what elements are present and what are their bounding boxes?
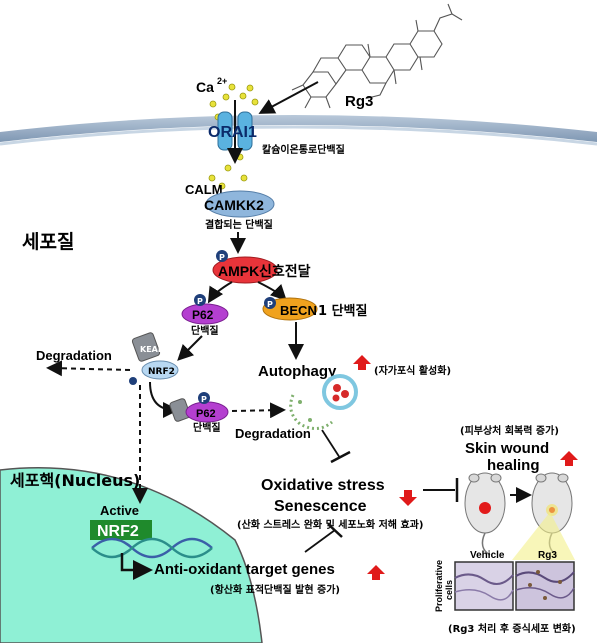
skin-wound-label: Skin wound bbox=[465, 440, 549, 457]
p62-phospho-badge bbox=[194, 294, 206, 306]
ampk-label: AMPK bbox=[218, 263, 259, 279]
nucleus-label: 세포핵(Nucleus) bbox=[10, 471, 140, 490]
rg3-histology-panel bbox=[515, 561, 575, 611]
becn1-node bbox=[262, 297, 318, 321]
ampk-node bbox=[212, 256, 278, 284]
nrf2-degradation-arrow bbox=[46, 360, 131, 377]
nrf2-active-label: NRF2 bbox=[97, 523, 139, 540]
p62-lower-description: 단백질 bbox=[193, 421, 221, 434]
proliferative-label: Proliferative bbox=[434, 560, 444, 612]
ampk-phospho-badge bbox=[216, 250, 228, 262]
nrf2-to-genes-arrow bbox=[120, 553, 153, 580]
ampk-phospho-text: P bbox=[219, 253, 225, 262]
ampk-suffix-label: 신호전달 bbox=[259, 263, 311, 280]
antioxidant-inhibit-line bbox=[304, 529, 336, 553]
vehicle-histology-panel bbox=[454, 561, 514, 611]
autophagy-inhibit-bar bbox=[330, 450, 351, 464]
calm-label: CALM bbox=[185, 182, 223, 197]
panel-caption: (Rg3 처리 후 증식세포 변화) bbox=[448, 622, 576, 635]
senescence-label: Senescence bbox=[274, 498, 367, 515]
ampk-to-p62-arrow bbox=[207, 281, 233, 304]
autophagy-up-arrow bbox=[353, 355, 371, 370]
zoom-highlight bbox=[512, 512, 575, 560]
antioxidant-description: (항산화 표적단백질 발현 증가) bbox=[210, 583, 340, 596]
orai1-description: 칼슘이온통로단백질 bbox=[262, 143, 345, 156]
oxidative-down-arrow bbox=[399, 490, 417, 506]
orai1-channel bbox=[217, 100, 253, 164]
autophagosome bbox=[289, 374, 358, 430]
p62-label: P62 bbox=[192, 308, 214, 322]
calcium-superscript: 2+ bbox=[217, 76, 227, 86]
p62-description: 단백질 bbox=[191, 324, 219, 337]
keap-nrf2-complex: KEAP NRF2 bbox=[129, 332, 179, 385]
nucleus-region bbox=[0, 467, 263, 643]
becn1-phospho-badge bbox=[264, 297, 276, 309]
becn1-suffix-label: 1 단백질 bbox=[318, 303, 367, 319]
rg3-label: Rg3 bbox=[345, 93, 373, 110]
skin-wound-description: (피부상처 회복력 증가) bbox=[460, 424, 559, 437]
keap-p62-complex: P P62 bbox=[169, 392, 229, 423]
camkk2-node bbox=[205, 190, 275, 218]
oxidative-stress-label: Oxidative stress bbox=[261, 477, 385, 494]
dna-helix bbox=[91, 537, 213, 559]
autophagy-label: Autophagy bbox=[258, 363, 337, 380]
camkk2-label: CAMKK2 bbox=[204, 197, 264, 213]
cells-label: cells bbox=[444, 580, 454, 600]
rg3-panel-label: Rg3 bbox=[538, 550, 557, 561]
p62-node bbox=[181, 303, 229, 325]
nrf2-active-box bbox=[90, 520, 152, 540]
p62-phospho-text: P bbox=[197, 297, 203, 306]
p62-lower-phospho-text: P bbox=[201, 395, 207, 404]
cytoplasm-label: 세포질 bbox=[22, 231, 74, 253]
healing-label: healing bbox=[487, 457, 540, 474]
autophagy-description: (자가포식 활성화) bbox=[374, 364, 451, 377]
p62-to-autophagosome-arrow bbox=[231, 402, 286, 419]
keap-label: KEAP bbox=[140, 345, 164, 354]
active-label: Active bbox=[100, 503, 139, 518]
antioxidant-genes-label: Anti-oxidant target genes bbox=[154, 561, 335, 578]
p62-to-keap-arrow bbox=[177, 335, 203, 361]
vehicle-panel-label: Vehicle bbox=[470, 550, 505, 561]
becn1-phospho-text: P bbox=[267, 300, 273, 309]
degradation-mid-label: Degradation bbox=[235, 426, 311, 441]
ampk-to-becn1-arrow bbox=[257, 281, 287, 301]
orai1-label: ORAI1 bbox=[208, 124, 257, 141]
rg3-molecule-structure bbox=[291, 3, 463, 109]
antioxidant-inhibit-bar bbox=[327, 523, 343, 538]
becn1-label: BECN bbox=[280, 303, 317, 318]
camkk2-description: 결합되는 단백질 bbox=[205, 218, 273, 231]
healing-up-arrow bbox=[560, 451, 578, 466]
antioxidant-up-arrow bbox=[367, 565, 385, 580]
nrf2-complex-label: NRF2 bbox=[148, 367, 175, 377]
autophagy-inhibit-line bbox=[321, 429, 341, 459]
p62-lower-label: P62 bbox=[196, 408, 216, 420]
calcium-label: Ca bbox=[196, 79, 214, 95]
degradation-left-label: Degradation bbox=[36, 348, 112, 363]
mouse-vehicle bbox=[464, 472, 506, 556]
rg3-to-orai1-arrow bbox=[258, 81, 319, 114]
cell-membrane bbox=[0, 115, 597, 146]
